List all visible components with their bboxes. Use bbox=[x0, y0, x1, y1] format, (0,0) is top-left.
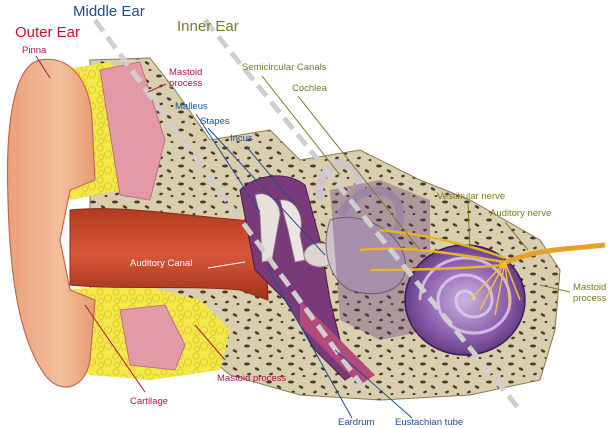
label-auditory-canal: Auditory Canal bbox=[130, 259, 192, 269]
label-mastoid-process-bottom: Mastoid process bbox=[217, 374, 286, 384]
label-semicircular-canals: Semicircular Canals bbox=[242, 63, 326, 73]
label-eardrum: Eardrum bbox=[338, 418, 374, 428]
region-middle-ear: Middle Ear bbox=[73, 4, 145, 21]
label-mastoid-process-right-1: Mastoid bbox=[573, 283, 606, 293]
label-vestibular-nerve: Vestibular nerve bbox=[437, 192, 505, 202]
label-malleus: Malleus bbox=[175, 102, 208, 112]
label-mastoid-process-right-2: process bbox=[573, 294, 606, 304]
region-outer-ear: Outer Ear bbox=[15, 25, 80, 42]
label-mastoid-process-top-1: Mastoid bbox=[169, 68, 202, 78]
region-inner-ear: Inner Ear bbox=[177, 19, 239, 36]
label-stapes: Stapes bbox=[200, 117, 230, 127]
label-incus: Incus bbox=[230, 134, 253, 144]
auditory-canal bbox=[70, 209, 268, 300]
label-mastoid-process-top-2: process bbox=[169, 79, 202, 89]
label-cochlea: Cochlea bbox=[292, 84, 327, 94]
label-cartilage: Cartilage bbox=[130, 397, 168, 407]
label-auditory-nerve: Auditory nerve bbox=[490, 209, 551, 219]
label-eustachian-tube: Eustachian tube bbox=[395, 418, 463, 428]
label-pinna: Pinna bbox=[22, 46, 46, 56]
